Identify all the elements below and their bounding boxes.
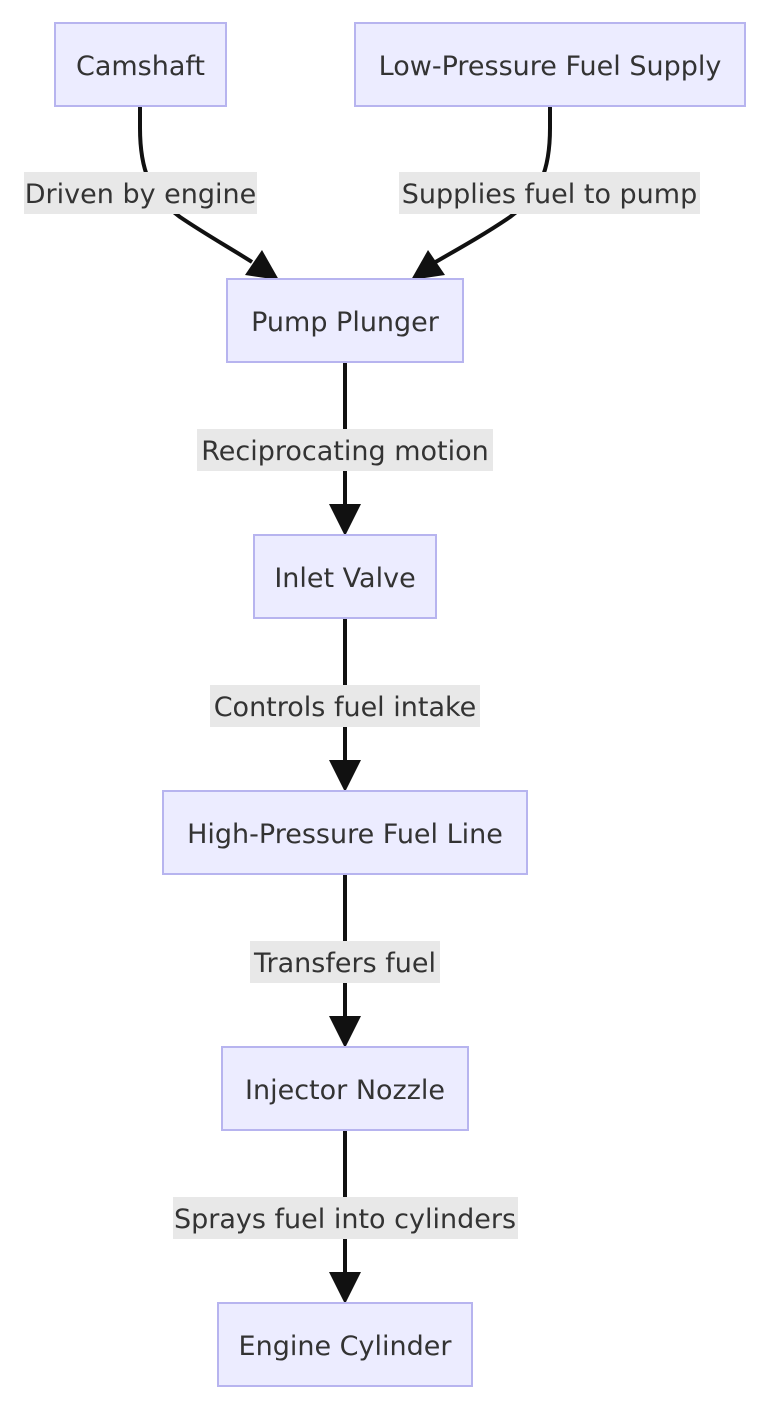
node-pump-plunger[interactable]: Pump Plunger: [226, 278, 464, 363]
node-camshaft[interactable]: Camshaft: [54, 22, 227, 107]
node-label: Inlet Valve: [274, 563, 415, 594]
edge-valve-to-line: Controls fuel intake: [210, 618, 480, 792]
node-box: [226, 278, 464, 363]
edge-label-background: [197, 429, 493, 471]
node-box: [253, 534, 437, 619]
node-label: Low-Pressure Fuel Supply: [379, 51, 722, 82]
edge-label-transfers-fuel: Transfers fuel: [253, 948, 436, 979]
node-injector-nozzle[interactable]: Injector Nozzle: [221, 1046, 469, 1131]
node-label: Pump Plunger: [251, 307, 440, 338]
arrowhead-icon: [329, 504, 361, 536]
edge-label-supplies-fuel-to-pump: Supplies fuel to pump: [402, 179, 697, 210]
node-low-pressure-fuel-supply[interactable]: Low-Pressure Fuel Supply: [354, 22, 746, 107]
node-box: [217, 1302, 473, 1387]
edge-plunger-to-valve: Reciprocating motion: [197, 362, 493, 536]
edge-label-background: [250, 941, 440, 983]
arrowhead-icon: [245, 250, 279, 280]
edge-label-controls-fuel-intake: Controls fuel intake: [214, 692, 477, 723]
edge-label-background: [399, 172, 700, 214]
edge-line: [138, 106, 254, 264]
edge-label-background: [210, 685, 480, 727]
node-label: Engine Cylinder: [239, 1331, 453, 1362]
edge-line: [431, 106, 552, 266]
node-label: Injector Nozzle: [245, 1075, 445, 1106]
node-box: [354, 22, 746, 107]
arrowhead-icon: [329, 1272, 361, 1304]
node-inlet-valve[interactable]: Inlet Valve: [253, 534, 437, 619]
edge-camshaft-to-plunger: Driven by engine: [24, 106, 279, 280]
node-box: [54, 22, 227, 107]
node-box: [221, 1046, 469, 1131]
node-label: High-Pressure Fuel Line: [187, 819, 503, 850]
edge-label-background: [173, 1197, 518, 1239]
arrowhead-icon: [329, 760, 361, 792]
arrowhead-icon: [411, 250, 445, 280]
node-box: [162, 790, 528, 875]
edge-nozzle-to-cylinder: Sprays fuel into cylinders: [173, 1130, 518, 1304]
edge-supply-to-plunger: Supplies fuel to pump: [399, 106, 700, 280]
edge-label-background: [24, 172, 257, 214]
edge-label-sprays-fuel-into-cylinders: Sprays fuel into cylinders: [174, 1204, 516, 1235]
arrowhead-icon: [329, 1016, 361, 1048]
edge-label-reciprocating-motion: Reciprocating motion: [201, 436, 489, 467]
node-engine-cylinder[interactable]: Engine Cylinder: [217, 1302, 473, 1387]
edge-line-to-nozzle: Transfers fuel: [250, 874, 440, 1048]
edge-label-driven-by-engine: Driven by engine: [25, 179, 256, 210]
node-label: Camshaft: [76, 51, 205, 82]
node-high-pressure-fuel-line[interactable]: High-Pressure Fuel Line: [162, 790, 528, 875]
